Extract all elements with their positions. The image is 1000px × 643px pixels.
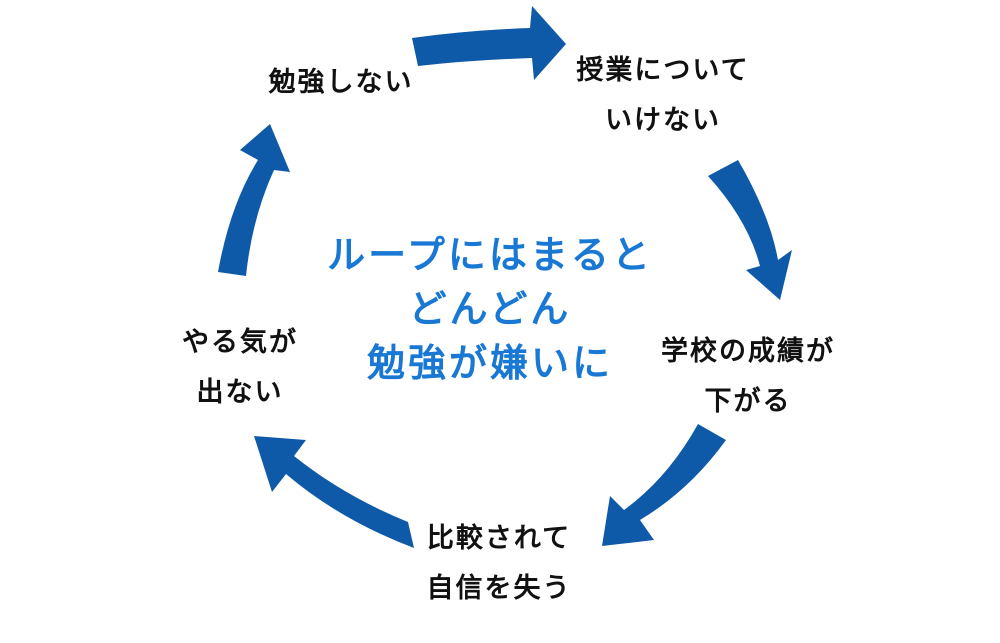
node-no-study-line-1: 勉強しない	[268, 67, 414, 98]
arrow-up-icon	[218, 124, 290, 276]
node-cant-follow-class-line-1: 授業について	[576, 55, 750, 86]
center-title-line-3: 勉強が嫌いに	[366, 341, 613, 385]
node-cant-follow-class: 授業について いけない	[568, 46, 758, 146]
node-no-motivation-line-2: 出ない	[196, 377, 284, 408]
arrow-right-icon	[412, 6, 566, 80]
node-grades-drop-line-1: 学校の成績が	[661, 336, 835, 367]
node-lose-confidence-line-1: 比較されて	[426, 523, 572, 554]
center-title-line-1: ループにはまると	[327, 233, 653, 277]
node-grades-drop: 学校の成績が 下がる	[648, 327, 848, 427]
node-lose-confidence-line-2: 自信を失う	[426, 573, 572, 604]
arrow-down-icon	[708, 160, 792, 300]
node-no-study: 勉強しない	[256, 58, 426, 108]
node-no-motivation-line-1: やる気が	[182, 327, 298, 358]
node-grades-drop-line-2: 下がる	[704, 386, 792, 417]
node-no-motivation: やる気が 出ない	[165, 318, 315, 418]
center-title-line-2: どんどん	[408, 287, 572, 331]
node-cant-follow-class-line-2: いけない	[605, 105, 721, 136]
arrow-down-left-icon	[602, 424, 726, 546]
node-lose-confidence: 比較されて 自信を失う	[404, 514, 594, 614]
center-title: ループにはまると どんどん 勉強が嫌いに	[280, 228, 700, 390]
arrow-up-left-icon	[254, 436, 414, 548]
